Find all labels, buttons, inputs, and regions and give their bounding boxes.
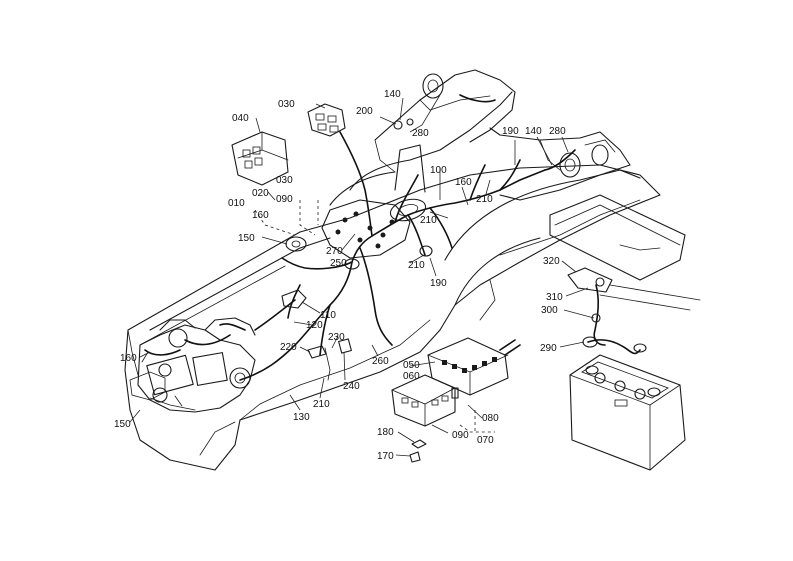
label-030b: 030	[276, 175, 293, 186]
label-170: 170	[377, 451, 394, 462]
label-020: 020	[252, 188, 269, 199]
label-150b: 150	[114, 419, 131, 430]
label-190b: 190	[430, 278, 447, 289]
part-number-labels: 030 040 140 200 280 190 140 280 100 160 …	[114, 89, 566, 462]
label-210a: 210	[476, 194, 493, 205]
label-280b: 280	[549, 126, 566, 137]
group-brackets	[254, 200, 495, 433]
label-040: 040	[232, 113, 249, 124]
label-190a: 190	[502, 126, 519, 137]
label-270: 270	[326, 246, 343, 257]
label-160c: 160	[120, 353, 137, 364]
label-100: 100	[430, 165, 447, 176]
label-210d: 210	[313, 399, 330, 410]
label-210b: 210	[420, 215, 437, 226]
main-harness	[239, 94, 576, 381]
label-120: 120	[306, 320, 323, 331]
label-220: 220	[280, 342, 297, 353]
tractor-chassis	[124, 69, 701, 471]
small-components	[152, 73, 647, 403]
fuse-block	[391, 337, 521, 463]
label-070: 070	[477, 435, 494, 446]
label-180: 180	[377, 427, 394, 438]
label-310: 310	[546, 292, 563, 303]
label-060: 060	[403, 371, 420, 382]
label-110: 110	[320, 310, 336, 321]
label-080: 080	[482, 413, 499, 424]
battery	[569, 354, 686, 471]
label-320: 320	[543, 256, 560, 267]
label-250: 250	[330, 258, 347, 269]
label-230: 230	[328, 332, 345, 343]
label-160b: 160	[252, 210, 269, 221]
label-240: 240	[343, 381, 360, 392]
leader-lines	[129, 94, 595, 457]
label-030a: 030	[278, 99, 295, 110]
label-260: 260	[372, 356, 389, 367]
label-280a: 280	[412, 128, 429, 139]
label-140b: 140	[525, 126, 542, 137]
label-200: 200	[356, 106, 373, 117]
label-140a: 140	[384, 89, 401, 100]
label-010: 010	[228, 198, 245, 209]
label-290: 290	[540, 343, 557, 354]
engine-assembly	[129, 317, 256, 413]
label-210c: 210	[408, 260, 425, 271]
label-090b: 090	[452, 430, 469, 441]
label-150a: 150	[238, 233, 255, 244]
label-300: 300	[541, 305, 558, 316]
label-160a: 160	[455, 177, 472, 188]
label-130: 130	[293, 412, 310, 423]
label-050: 050	[403, 360, 420, 371]
label-090a: 090	[276, 194, 293, 205]
